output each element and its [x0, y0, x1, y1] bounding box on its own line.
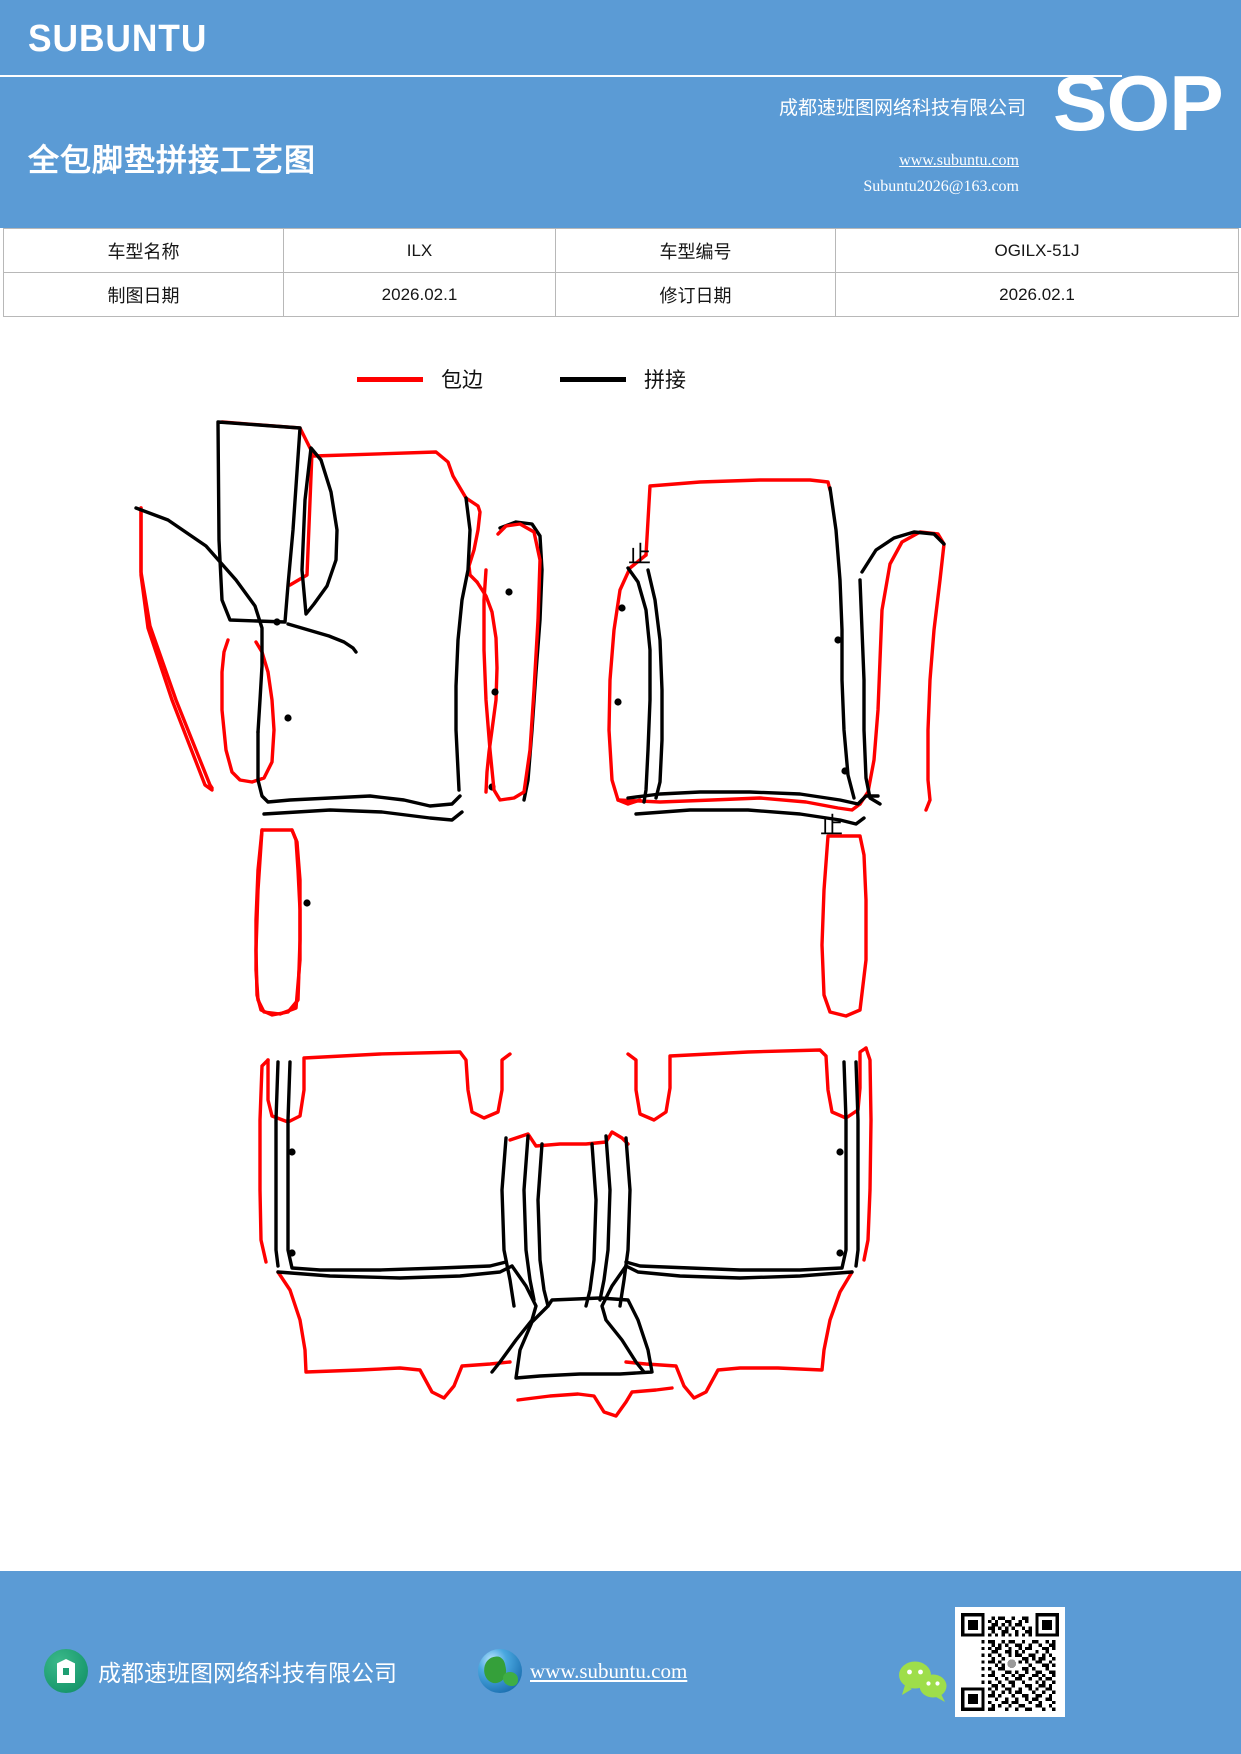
annotation-stop-mark-lower: 止	[820, 813, 843, 838]
front-right-seam-left-inner	[646, 568, 664, 800]
attach-dot	[491, 688, 499, 696]
attach-dot	[614, 698, 622, 706]
cell-model-name-label: 车型名称	[3, 228, 284, 273]
front-right-seam-main-right	[828, 486, 856, 800]
cell-draw-date-value: 2026.02.1	[283, 272, 556, 317]
header-company-name: 成都速班图网络科技有限公司	[778, 98, 1026, 119]
cell-draw-date-label: 制图日期	[3, 272, 284, 317]
front-left-seam-tunnel-right	[286, 622, 358, 654]
page-title: 全包脚垫拼接工艺图	[28, 143, 316, 178]
rear-right-seam-inner	[624, 1060, 848, 1272]
footer-website-link[interactable]: www.subuntu.com	[530, 1658, 688, 1683]
attach-dot	[841, 767, 849, 775]
front-right-seam-step-bottom	[626, 790, 880, 806]
table-row: 车型名称 ILX 车型编号 OGILX-51J	[3, 228, 1239, 273]
rear-right-seam-flap-left	[600, 1264, 646, 1374]
globe-icon	[478, 1649, 522, 1693]
rear-mat-left-binding	[266, 1050, 512, 1124]
floor-mat-pattern-drawing: 止 止	[0, 400, 1241, 1430]
front-left-seam-upper-block	[216, 420, 302, 624]
page-header: SUBUNTU 全包脚垫拼接工艺图 成都速班图网络科技有限公司 www.subu…	[0, 0, 1241, 228]
rear-mat-left-outer-edge	[258, 1058, 270, 1264]
brand-logo-subuntu: SUBUNTU	[28, 18, 208, 60]
vehicle-info-table: 车型名称 ILX 车型编号 OGILX-51J 制图日期 2026.02.1 修…	[3, 228, 1239, 317]
legend-item-seam: 拼接	[560, 364, 686, 394]
rear-right-center-seam-b	[598, 1134, 612, 1302]
front-right-side-panel-binding	[858, 530, 946, 812]
attach-dot	[303, 899, 311, 907]
attach-dot	[834, 636, 842, 644]
rear-center-seam-right	[584, 1142, 598, 1308]
cell-model-code-label: 车型编号	[555, 228, 836, 273]
rear-right-seam-lower-edge	[624, 1264, 854, 1280]
document-type-badge: SOP	[1053, 59, 1224, 147]
legend-label-seam: 拼接	[644, 368, 686, 392]
cell-revision-date-label: 修订日期	[555, 272, 836, 317]
header-email-text: Subuntu2026@163.com	[863, 178, 1019, 195]
front-left-seam-step-bottom	[256, 730, 462, 808]
front-right-seam-left-panel	[626, 566, 652, 804]
front-left-body-binding-top	[312, 450, 482, 584]
front-left-body-binding-right	[475, 580, 499, 794]
rear-left-seam-inner	[286, 1060, 508, 1272]
front-left-seam-diagonal	[134, 506, 264, 734]
attach-dot	[836, 1148, 844, 1156]
footer-company-name: 成都速班图网络科技有限公司	[98, 1661, 397, 1686]
front-left-outer-binding	[139, 506, 214, 792]
legend-label-binding: 包边	[441, 368, 483, 392]
wechat-icon	[895, 1658, 951, 1702]
annotation-stop-mark-upper: 止	[628, 542, 651, 567]
attach-dot	[288, 1249, 296, 1257]
header-divider-rule	[0, 75, 1122, 77]
front-left-right-panel-binding	[482, 522, 542, 802]
rear-center-trapezoid-seam	[514, 1296, 654, 1380]
front-left-lower-flap-binding	[254, 828, 302, 1016]
attach-dot	[288, 1148, 296, 1156]
legend-swatch-red-line-icon	[357, 376, 423, 382]
front-right-rear-flap-binding	[820, 834, 868, 1018]
legend-item-binding: 包边	[357, 364, 483, 394]
page-footer: 成都速班图网络科技有限公司 www.subuntu.com	[0, 1571, 1241, 1754]
front-left-pedal-binding	[220, 638, 276, 784]
rear-mat-right-bottom-binding	[624, 1270, 854, 1400]
cell-model-name-value: ILX	[283, 228, 556, 273]
building-icon	[44, 1649, 88, 1693]
cell-revision-date-value: 2026.02.1	[835, 272, 1239, 317]
rear-center-seam-left	[536, 1142, 550, 1308]
footer-website-block[interactable]: www.subuntu.com	[478, 1649, 687, 1693]
attach-dot	[284, 714, 292, 722]
rear-left-center-seam-b	[522, 1134, 536, 1302]
attach-dot	[273, 618, 281, 626]
front-right-body-binding-bottom	[616, 796, 862, 812]
attach-dot	[618, 604, 626, 612]
rear-left-seam-lower-edge	[276, 1264, 514, 1280]
attach-dot	[836, 1249, 844, 1257]
drawing-legend: 包边 拼接	[0, 358, 1241, 404]
qr-code	[955, 1607, 1065, 1717]
rear-mat-right-binding	[626, 1046, 868, 1122]
rear-mat-right-outer-edge	[862, 1046, 873, 1262]
rear-left-seam-outer	[274, 1060, 280, 1268]
front-right-seam-lower	[634, 808, 866, 826]
front-right-body-binding-top	[644, 478, 832, 557]
front-left-seam-inner-sliver	[300, 446, 339, 616]
rear-mat-center-binding	[508, 1130, 630, 1148]
rear-left-center-seam-a	[500, 1136, 516, 1308]
cell-model-code-value: OGILX-51J	[835, 228, 1239, 273]
rear-right-center-seam-a	[618, 1136, 632, 1308]
footer-company-block: 成都速班图网络科技有限公司	[44, 1649, 397, 1693]
front-left-rear-flap-binding	[254, 828, 302, 1017]
rear-mat-left-bottom-binding	[276, 1270, 512, 1400]
front-left-seam-right-edge	[454, 496, 472, 792]
attach-dot	[505, 588, 513, 596]
front-left-seam-lower-line	[262, 808, 464, 822]
front-right-seam-side-inner	[858, 578, 882, 806]
rear-right-seam-outer	[854, 1060, 860, 1268]
header-website-link[interactable]: www.subuntu.com	[899, 152, 1019, 169]
front-right-seam-side-panel	[860, 530, 946, 574]
table-row: 制图日期 2026.02.1 修订日期 2026.02.1	[3, 272, 1239, 317]
legend-swatch-black-line-icon	[560, 376, 626, 382]
front-right-left-panel-binding	[607, 553, 648, 806]
rear-mat-center-bottom-binding	[516, 1386, 674, 1418]
